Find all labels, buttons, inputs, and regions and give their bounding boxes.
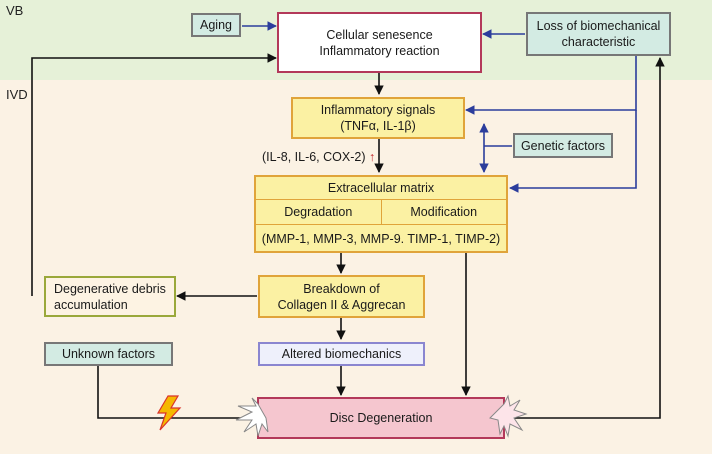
ecm-box: Extracellular matrix Degradation Modific… bbox=[254, 175, 508, 253]
genetic-label: Genetic factors bbox=[520, 138, 606, 153]
burst-right-icon bbox=[489, 394, 528, 438]
ecm-enzymes-row: (MMP-1, MMP-3, MMP-9. TIMP-1, TIMP-2) bbox=[256, 224, 506, 253]
cytokines-text: (IL-8, IL-6, COX-2) ↑ bbox=[262, 150, 375, 164]
loss-to-ecm-arrow bbox=[509, 110, 637, 193]
altered-label: Altered biomechanics bbox=[281, 347, 402, 361]
loss-to-signals-arrow bbox=[465, 56, 637, 115]
breakdown-label-1: Breakdown of bbox=[303, 281, 380, 296]
burst-left-icon bbox=[235, 397, 269, 437]
ecm-title: Extracellular matrix bbox=[327, 181, 435, 195]
debris-label-1: Degenerative debris bbox=[54, 281, 166, 296]
disc-to-loss-arrow bbox=[513, 57, 665, 419]
vb-label: VB bbox=[6, 3, 24, 18]
loss-label-1: Loss of biomechanical bbox=[536, 19, 661, 33]
ecm-degradation: Degradation bbox=[284, 204, 353, 219]
genetic-factors-box: Genetic factors bbox=[513, 133, 613, 158]
disc-degeneration-label-box: Disc Degeneration bbox=[258, 398, 504, 438]
signals-label-2: (TNFα, IL-1β) bbox=[340, 119, 416, 133]
aging-label: Aging bbox=[200, 18, 232, 32]
signals-label-1: Inflammatory signals bbox=[320, 103, 436, 117]
cytokines-label: (IL-8, IL-6, COX-2) bbox=[262, 150, 366, 164]
aging-box: Aging bbox=[191, 13, 241, 37]
inflammatory-signals-box: Inflammatory signals (TNFα, IL-1β) bbox=[291, 97, 465, 139]
unknown-to-disc-line bbox=[97, 366, 248, 419]
ecm-enzymes: (MMP-1, MMP-3, MMP-9. TIMP-1, TIMP-2) bbox=[261, 231, 501, 246]
debris-to-cellular-arrow bbox=[31, 53, 277, 296]
loss-biomechanical-box: Loss of biomechanical characteristic bbox=[526, 12, 671, 56]
disc-label: Disc Degeneration bbox=[329, 411, 433, 425]
unknown-factors-box: Unknown factors bbox=[44, 342, 173, 366]
unknown-label: Unknown factors bbox=[61, 347, 156, 361]
altered-biomechanics-box: Altered biomechanics bbox=[258, 342, 425, 366]
lightning-icon bbox=[156, 395, 182, 431]
up-arrow-icon: ↑ bbox=[368, 150, 376, 164]
debris-label-2: accumulation bbox=[54, 297, 128, 312]
breakdown-box: Breakdown of Collagen II & Aggrecan bbox=[258, 275, 425, 318]
ecm-title-row: Extracellular matrix bbox=[256, 177, 506, 200]
ecm-degradation-cell: Degradation bbox=[256, 199, 381, 224]
cellular-label-1: Cellular senesence bbox=[326, 27, 433, 42]
ecm-split-row: Degradation Modification bbox=[256, 199, 506, 225]
ecm-modification-cell: Modification bbox=[380, 199, 507, 224]
debris-box: Degenerative debris accumulation bbox=[44, 276, 176, 317]
loss-label-2: characteristic bbox=[561, 35, 636, 49]
disc-degeneration-box bbox=[257, 397, 505, 439]
ivd-label: IVD bbox=[6, 87, 28, 102]
breakdown-label-2: Collagen II & Aggrecan bbox=[277, 297, 406, 312]
cellular-label-2: Inflammatory reaction bbox=[319, 43, 440, 58]
ecm-modification: Modification bbox=[410, 204, 478, 219]
cellular-box: Cellular senesence Inflammatory reaction bbox=[277, 12, 482, 73]
